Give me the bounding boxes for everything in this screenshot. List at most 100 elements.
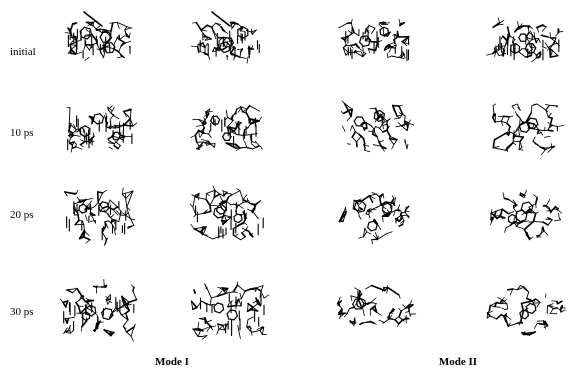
bond: [80, 139, 86, 143]
bond: [384, 285, 389, 292]
molecule-mode-i-row-1-view-2: [190, 11, 260, 64]
bond: [382, 286, 385, 293]
bond: [523, 225, 530, 231]
bond: [124, 29, 127, 37]
bond: [351, 26, 353, 34]
bond: [105, 294, 111, 300]
bond: [107, 136, 113, 140]
bond: [199, 226, 207, 233]
bond: [387, 286, 400, 296]
bond: [398, 316, 405, 322]
bond: [539, 52, 541, 58]
bond: [72, 146, 77, 149]
bond: [529, 117, 537, 120]
bond: [341, 35, 349, 39]
bond: [384, 46, 388, 51]
bond: [255, 145, 260, 149]
bond: [525, 112, 533, 123]
bond: [219, 206, 226, 212]
bond: [107, 46, 115, 50]
bond: [560, 307, 566, 309]
bond: [545, 199, 550, 207]
bond: [113, 115, 120, 120]
bond: [394, 209, 401, 212]
bond: [393, 196, 397, 205]
bond: [251, 210, 259, 220]
bond: [259, 290, 262, 298]
bond: [535, 25, 541, 28]
bond: [213, 31, 220, 39]
bond: [103, 328, 112, 337]
bond: [512, 142, 517, 146]
bond: [81, 296, 87, 303]
bond: [541, 230, 545, 234]
bond: [231, 145, 237, 149]
bond: [356, 293, 363, 299]
bond: [225, 37, 232, 39]
bond: [259, 326, 265, 331]
bond: [116, 206, 122, 212]
bond: [381, 209, 388, 214]
bond: [219, 43, 222, 50]
bond: [101, 205, 109, 210]
molecule-mode-i-row-2-view-2: [190, 104, 263, 152]
bond: [533, 322, 538, 329]
bond: [124, 306, 130, 311]
bond: [517, 221, 524, 225]
bond: [207, 108, 211, 115]
bond: [360, 303, 365, 310]
bond: [491, 218, 494, 222]
bond: [383, 113, 385, 120]
bond: [394, 316, 400, 321]
bond: [221, 303, 225, 311]
bond: [373, 117, 380, 123]
bond: [551, 124, 558, 127]
bond: [401, 35, 410, 43]
bond: [515, 111, 518, 116]
bond: [69, 43, 72, 51]
bond: [103, 209, 109, 216]
bond: [349, 320, 355, 324]
bond: [75, 301, 80, 307]
bond: [531, 57, 537, 63]
bond: [238, 298, 242, 307]
bond: [130, 326, 135, 337]
molecule-mode-i-row-3-view-1: [63, 187, 136, 246]
bond: [501, 45, 506, 47]
bond: [363, 227, 366, 238]
bond: [230, 203, 234, 206]
bond: [118, 46, 122, 52]
bond: [530, 30, 533, 35]
bond: [94, 322, 98, 332]
bond: [380, 145, 385, 152]
bond: [96, 39, 99, 47]
bond: [74, 223, 85, 226]
bond: [107, 142, 115, 145]
bond: [95, 25, 100, 30]
bond: [379, 113, 384, 116]
bond: [528, 126, 535, 130]
bond: [105, 112, 107, 118]
bond: [252, 306, 259, 312]
row-label-initial: initial: [10, 46, 36, 58]
bond: [127, 212, 131, 220]
bond: [529, 302, 536, 306]
bond: [246, 306, 254, 313]
bond: [247, 302, 254, 309]
bond: [124, 40, 132, 44]
bond: [549, 48, 553, 52]
bond: [235, 147, 241, 152]
bond: [132, 286, 135, 292]
bond: [84, 131, 86, 137]
bond: [123, 117, 132, 126]
bond: [240, 215, 243, 221]
bond: [398, 308, 402, 312]
bond: [492, 139, 496, 149]
bond: [225, 291, 231, 294]
bond: [240, 106, 248, 110]
bond: [125, 309, 130, 314]
bond: [535, 211, 539, 214]
bond: [221, 200, 227, 203]
bond: [91, 33, 97, 41]
bond: [201, 335, 208, 340]
